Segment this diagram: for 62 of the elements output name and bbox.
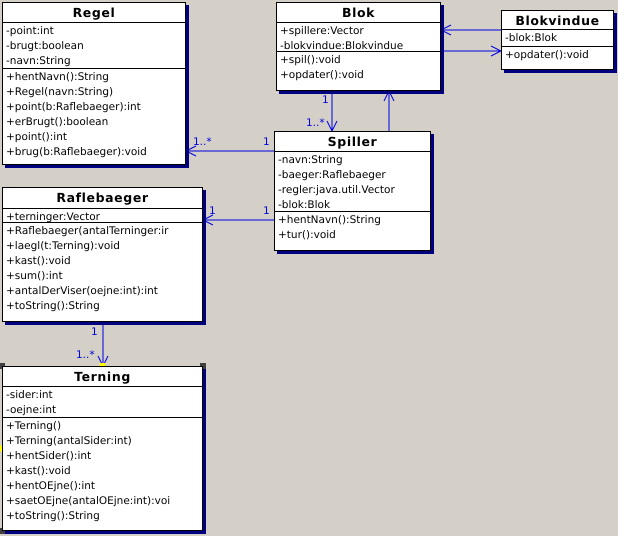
class-box	[2, 2, 186, 165]
operation-text: +antalDerViser(oejne:int):int	[6, 284, 158, 299]
multiplicity-label: 1..*	[76, 349, 95, 361]
operation-text: +tur():void	[278, 228, 336, 243]
operation-text: +opdater():void	[505, 48, 589, 63]
attribute-compartment	[3, 208, 202, 222]
operation-text: +hentSider():int	[6, 449, 92, 464]
operation-text: +hentNavn():String	[278, 213, 381, 228]
multiplicity-label: 1	[91, 326, 98, 338]
attribute-text: -sider:int	[6, 388, 53, 403]
class-box	[2, 187, 203, 322]
operation-text: +Regel(navn:String)	[6, 85, 114, 100]
class-box	[274, 131, 431, 251]
multiplicity-label: 1..*	[193, 136, 212, 148]
operation-text: +Raflebaeger(antalTerninger:ir	[6, 224, 169, 239]
operation-text: +kast():void	[6, 464, 71, 479]
multiplicity-label: 1	[322, 94, 329, 106]
attribute-text: -brugt:boolean	[6, 39, 84, 54]
operation-text: +point():int	[6, 130, 67, 145]
operation-text: +toString():String	[6, 509, 100, 524]
attribute-compartment	[275, 151, 430, 211]
multiplicity-label: 1	[209, 205, 216, 217]
class-name: Blok	[340, 5, 376, 20]
attribute-text: -blok:Blok	[278, 198, 330, 213]
operation-text: +point(b:Raflebaeger):int	[6, 100, 141, 115]
class-box	[276, 2, 441, 91]
multiplicity-label: 1	[263, 136, 270, 148]
operation-text: +spil():void	[280, 53, 341, 68]
multiplicity-label: 1..*	[306, 117, 325, 129]
attribute-text: +spillere:Vector	[280, 24, 364, 39]
operation-text: +brug(b:Raflebaeger):void	[6, 145, 147, 160]
attribute-text: -baeger:Raflebaeger	[278, 168, 386, 183]
operation-text: +hentNavn():String	[6, 70, 109, 85]
attribute-text: -regler:java.util.Vector	[278, 183, 395, 198]
operation-text: +laegl(t:Terning):void	[6, 239, 120, 254]
operation-text: +kast():void	[6, 254, 71, 269]
attribute-text: -navn:String	[6, 54, 71, 69]
operation-text: +sum():int	[6, 269, 63, 284]
operation-text: +hentOEjne():int	[6, 479, 96, 494]
class-box	[501, 10, 614, 70]
operation-text: +erBrugt():boolean	[6, 115, 108, 130]
class-name: Terning	[73, 369, 132, 384]
multiplicity-label: 1	[263, 205, 270, 217]
attribute-text: -blokvindue:Blokvindue	[280, 39, 404, 54]
attribute-compartment	[3, 386, 202, 417]
attribute-compartment	[277, 22, 440, 51]
class-box	[2, 366, 203, 531]
attribute-text: -navn:String	[278, 153, 343, 168]
class-name: Blokvindue	[514, 13, 601, 28]
attribute-compartment	[3, 22, 185, 68]
operation-text: +opdater():void	[280, 68, 364, 83]
operation-text: +saetOEjne(antalOEjne:int):voi	[6, 494, 170, 509]
operation-text: +Terning(antalSider:int)	[6, 434, 132, 449]
attribute-text: +terninger:Vector	[6, 210, 100, 225]
attribute-text: -oejne:int	[6, 403, 56, 418]
operation-text: +toString():String	[6, 299, 100, 314]
class-name: Raflebaeger	[55, 190, 150, 205]
attribute-text: -blok:Blok	[505, 31, 558, 46]
class-name: Spiller	[326, 134, 378, 149]
attribute-text: -point:int	[6, 24, 54, 39]
operation-text: +Terning()	[6, 419, 62, 434]
class-name: Regel	[72, 5, 116, 20]
